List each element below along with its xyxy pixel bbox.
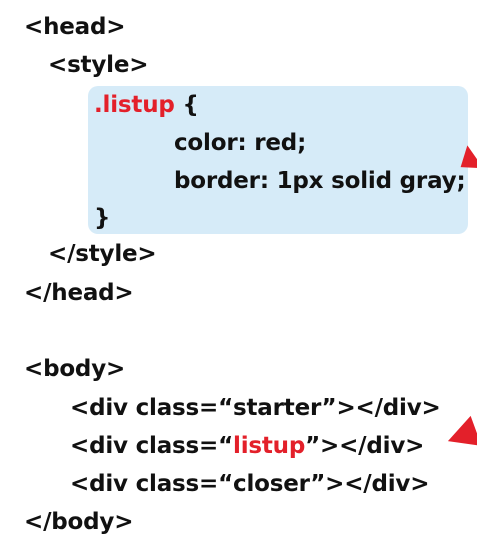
div-listup-suffix: ”></div> — [305, 433, 425, 459]
red-arrow-icon — [442, 415, 477, 457]
div-listup-class: listup — [233, 433, 306, 459]
code-line-body-open: <body> — [24, 356, 126, 382]
code-line-color: color: red; — [174, 130, 307, 156]
code-line-body-close: </body> — [24, 509, 134, 535]
code-line-brace-close: } — [94, 205, 111, 231]
code-line-border: border: 1px solid gray; — [174, 168, 466, 194]
code-line-head-close: </head> — [24, 280, 134, 306]
div-listup-prefix: <div class=“ — [70, 433, 234, 459]
css-brace-open: { — [174, 92, 199, 118]
code-line-head-open: <head> — [24, 14, 126, 40]
code-line-div-starter: <div class=“starter”></div> — [70, 395, 441, 421]
code-line-div-closer: <div class=“closer”></div> — [70, 471, 430, 497]
code-line-div-listup: <div class=“listup”></div> — [70, 431, 424, 461]
css-rule-highlight — [88, 86, 468, 234]
code-line-selector: .listup { — [94, 90, 199, 120]
css-selector: .listup — [94, 92, 175, 118]
code-line-style-open: <style> — [48, 52, 149, 78]
code-line-style-close: </style> — [48, 241, 157, 267]
